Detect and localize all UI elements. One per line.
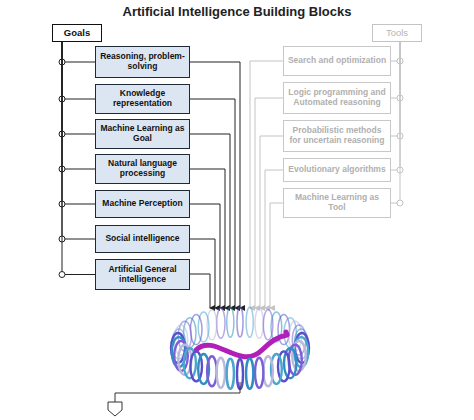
coil-ring <box>237 307 243 337</box>
goal-box: Reasoning, problem-solving <box>95 46 190 78</box>
bracket-connector <box>59 42 95 242</box>
tool-line <box>270 203 283 308</box>
bracket-connector <box>391 42 403 206</box>
coil-ring <box>255 358 263 388</box>
diagram-title: Artificial Intelligence Building Blocks <box>0 4 474 19</box>
group-header: Tools <box>372 24 422 42</box>
goal-line <box>190 169 225 308</box>
goal-box: Artificial General intelligence <box>95 259 190 290</box>
tool-box: Probabilistic methods for uncertain reas… <box>283 120 391 152</box>
goal-line <box>190 204 220 308</box>
node-label: Tools <box>383 28 411 39</box>
bracket-connector <box>391 42 403 64</box>
goal-box: Machine Perception <box>95 190 190 218</box>
coil-ring <box>246 359 253 389</box>
node-label: Goals <box>61 28 93 39</box>
node-label: Search and optimization <box>285 56 389 66</box>
goal-box: Knowledge representation <box>95 84 190 114</box>
node-label: Evolutionary algorithms <box>285 165 388 175</box>
group-header: Goals <box>52 24 102 42</box>
node-label: Artificial General intelligence <box>96 265 189 285</box>
coil-ring <box>246 307 253 337</box>
tool-box: Logic programming and Automated reasonin… <box>283 82 391 114</box>
coil-ring <box>217 308 225 338</box>
node-label: Knowledge representation <box>96 89 189 109</box>
coil-ring <box>207 356 217 386</box>
tool-box: Evolutionary algorithms <box>283 158 391 182</box>
bracket-connector <box>391 42 403 173</box>
coil-ring <box>227 359 234 389</box>
tool-line <box>250 61 283 308</box>
node-label: Machine Learning as Goal <box>96 124 189 144</box>
bracket-connector <box>59 42 95 278</box>
goal-box: Natural language processing <box>95 154 190 184</box>
tool-box: Machine Learning as Tool <box>283 188 391 218</box>
tool-box: Search and optimization <box>283 46 391 76</box>
output-symbol <box>108 402 122 416</box>
plasma-strand <box>196 332 287 357</box>
coil-ring <box>217 358 225 388</box>
tool-line <box>260 136 283 308</box>
bracket-connector <box>59 42 95 65</box>
bracket-connector <box>59 42 95 102</box>
node-label: Machine Learning as Tool <box>284 193 390 213</box>
torus-illustration <box>171 307 309 389</box>
node-label: Social intelligence <box>102 234 182 244</box>
node-label: Natural language processing <box>96 159 189 179</box>
tool-line <box>255 98 283 308</box>
tool-lines <box>250 61 283 308</box>
coil-ring <box>255 308 263 338</box>
bracket-connector <box>391 42 403 101</box>
node-label: Logic programming and Automated reasonin… <box>284 88 390 108</box>
goal-box: Social intelligence <box>95 225 190 253</box>
node-label: Machine Perception <box>99 199 185 209</box>
goal-line <box>190 99 235 308</box>
bracket-connector <box>59 42 95 172</box>
goal-line <box>190 239 215 308</box>
coil-ring <box>227 307 234 337</box>
coil-ring <box>263 356 273 386</box>
output-line <box>115 382 240 402</box>
node-label: Probabilistic methods for uncertain reas… <box>284 126 390 146</box>
bracket-connector <box>391 42 403 139</box>
tool-line <box>265 170 283 308</box>
bracket-connector <box>59 42 95 207</box>
goal-line <box>190 62 240 308</box>
bracket-connector <box>59 42 95 137</box>
node-label: Reasoning, problem-solving <box>96 52 189 72</box>
goal-line <box>190 274 210 308</box>
goal-lines <box>190 62 240 308</box>
goal-box: Machine Learning as Goal <box>95 119 190 149</box>
goal-line <box>190 134 230 308</box>
